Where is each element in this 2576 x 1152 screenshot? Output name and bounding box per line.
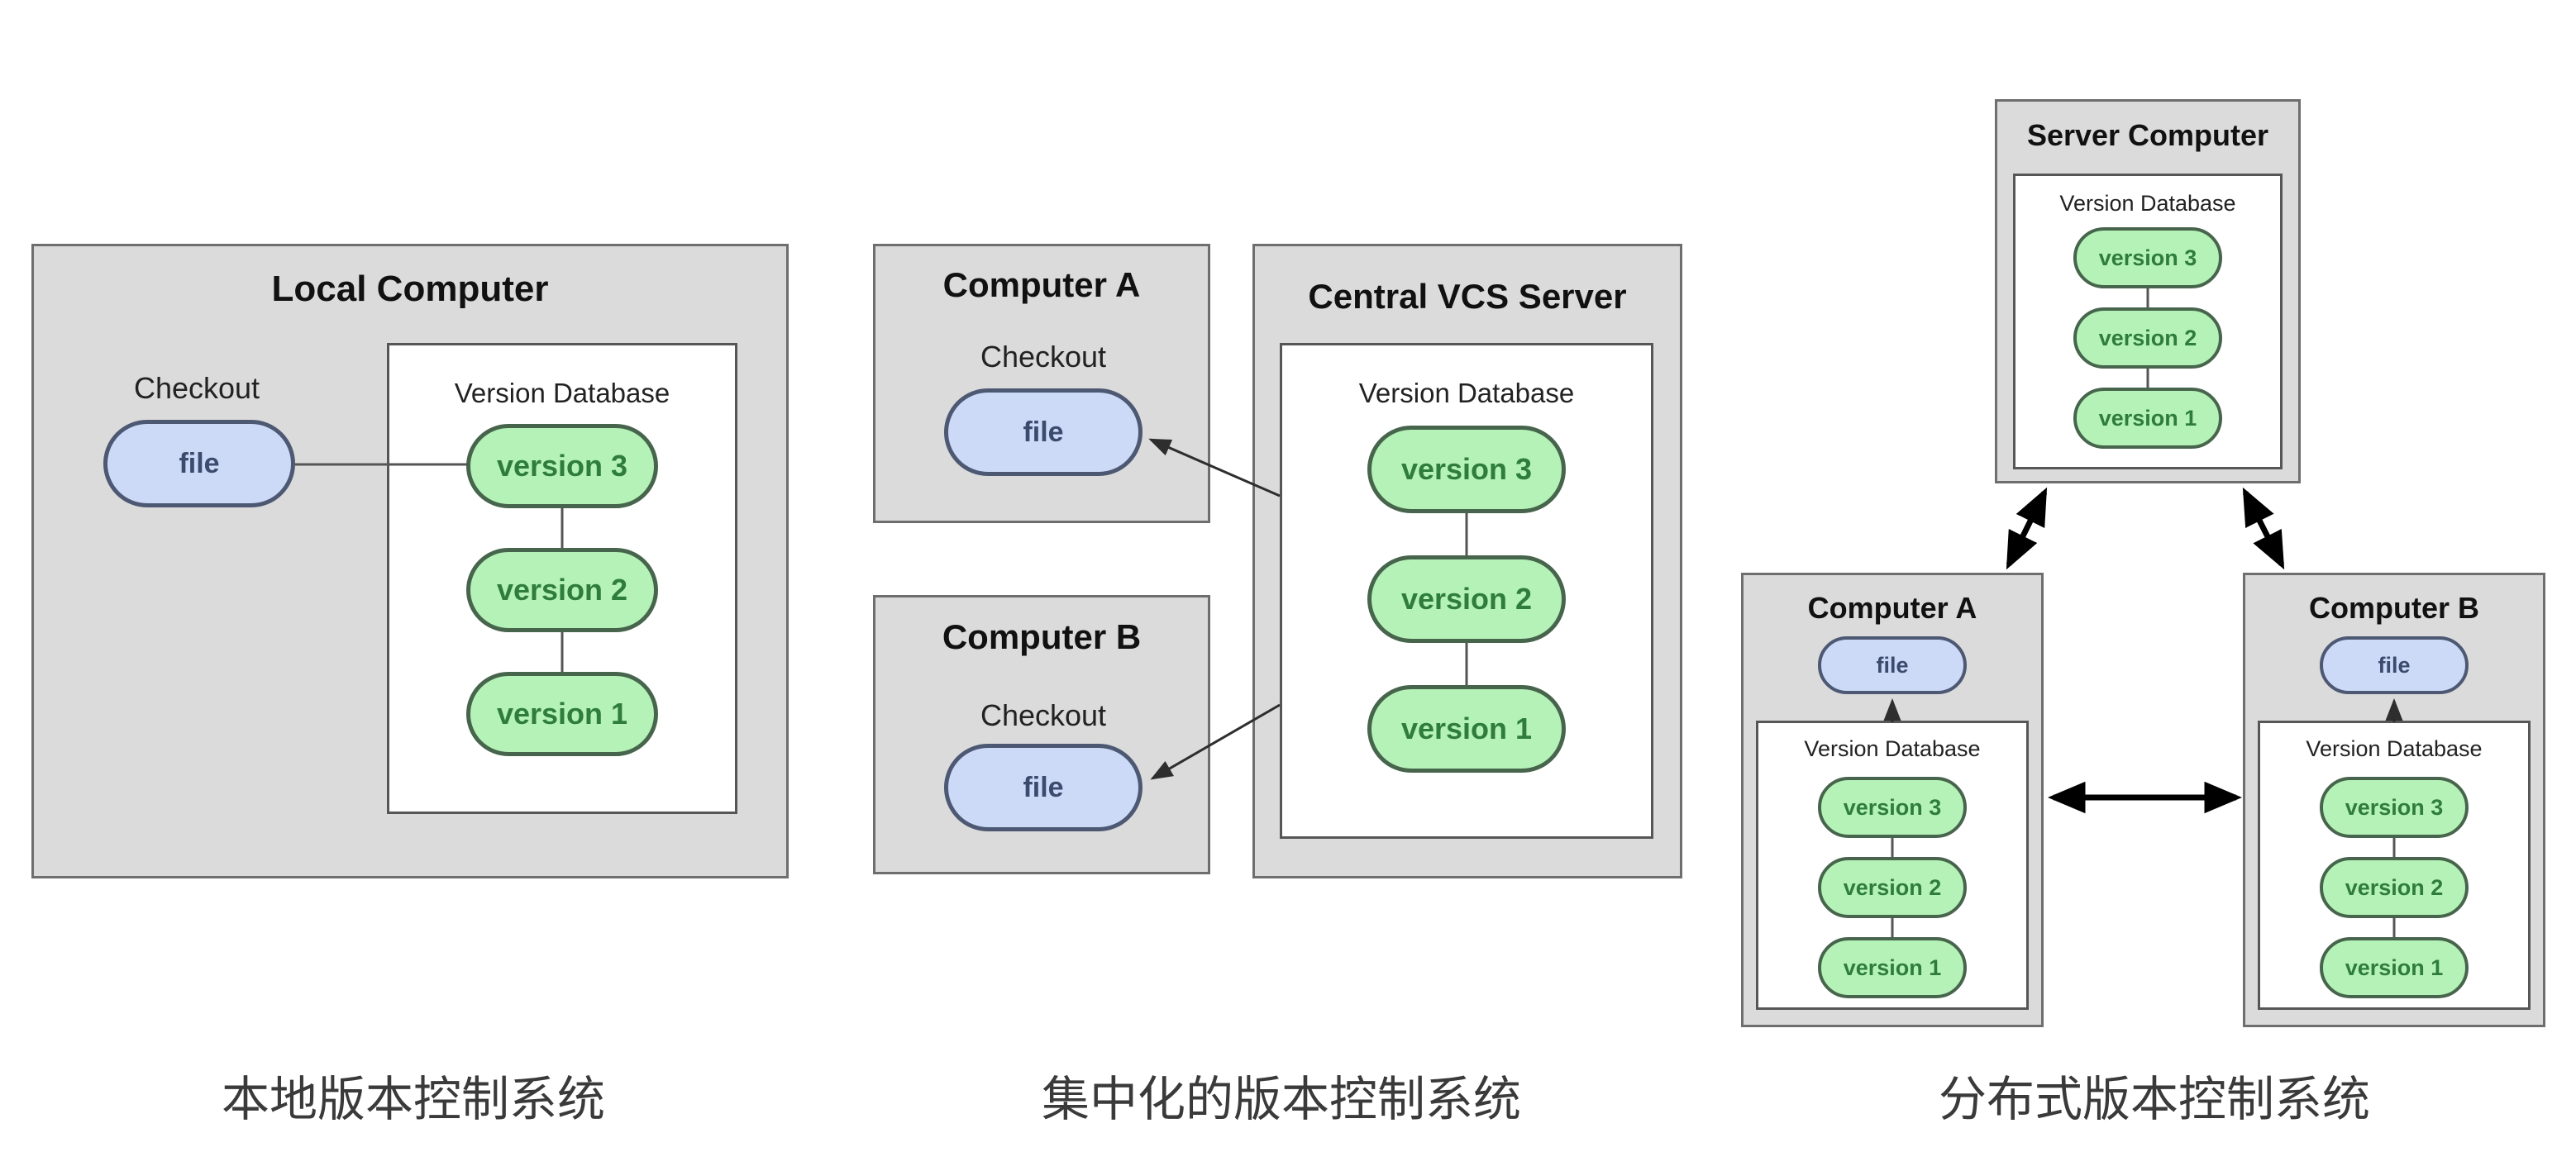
file-pill: file [103,420,295,507]
checkout-label: Checkout [133,371,260,405]
version-pill: version 2 [1367,555,1566,643]
version-pill-label: version 2 [2345,874,2444,900]
file-pill-label: file [1023,771,1064,803]
caption-centralized-vcs: 集中化的版本控制系统 [1041,1073,1521,1126]
version-pill: version 3 [2073,227,2222,288]
version-pill-label: version 2 [496,573,628,607]
version-pill: version 3 [1818,777,1967,838]
version-pill-label: version 1 [1843,954,1942,980]
version-pill: version 2 [2320,857,2469,918]
version-database-title: Version Database [1804,736,1981,761]
sync-arrow-server-b [2242,487,2285,570]
version-database-title: Version Database [454,378,670,408]
version-pill-label: version 1 [496,697,628,731]
sync-arrow-server-a [2006,487,2048,570]
version-pill: version 3 [466,424,658,508]
central-vcs-server-title: Central VCS Server [1308,277,1627,316]
version-pill: version 1 [1367,685,1566,773]
file-pill-label: file [1876,652,1909,678]
version-pill: version 1 [466,672,658,756]
file-pill-label: file [2378,652,2411,678]
version-pill-label: version 1 [1400,712,1533,745]
version-pill: version 2 [1818,857,1967,918]
version-pill-label: version 2 [1400,582,1533,616]
file-pill-label: file [179,447,220,479]
file-pill: file [944,744,1143,831]
version-pill: version 2 [466,548,658,632]
version-database-title: Version Database [2306,736,2483,761]
file-pill: file [944,388,1143,476]
version-pill-label: version 1 [2345,954,2444,980]
version-pill-label: version 2 [2098,325,2197,350]
checkout-label: Checkout [980,340,1107,374]
caption-distributed-vcs: 分布式版本控制系统 [1938,1073,2370,1126]
version-pill-label: version 1 [2098,405,2197,431]
file-pill-label: file [1023,416,1064,448]
version-pill: version 3 [1367,426,1566,513]
file-pill: file [1818,636,1967,694]
version-pill-label: version 2 [1843,874,1942,900]
version-database-title: Version Database [2059,191,2236,216]
version-pill: version 2 [2073,307,2222,369]
computer-b-title: Computer B [942,617,1142,656]
version-pill: version 1 [2320,937,2469,998]
dist-computer-a-title: Computer A [1807,591,1977,625]
version-pill-label: version 3 [2098,245,2197,270]
version-pill-label: version 3 [2345,794,2444,820]
version-database-title: Version Database [1358,378,1575,408]
version-pill-label: version 3 [496,449,628,483]
version-pill-label: version 3 [1843,794,1942,820]
caption-local-vcs: 本地版本控制系统 [221,1073,605,1126]
local-computer-title: Local Computer [271,269,549,309]
file-pill: file [2320,636,2469,694]
computer-a-title: Computer A [942,265,1141,304]
server-computer-title: Server Computer [2026,118,2269,152]
dist-computer-b-title: Computer B [2309,591,2479,625]
version-pill-label: version 3 [1400,452,1533,486]
checkout-label: Checkout [980,698,1107,732]
version-pill: version 3 [2320,777,2469,838]
version-pill: version 1 [2073,388,2222,449]
version-pill: version 1 [1818,937,1967,998]
